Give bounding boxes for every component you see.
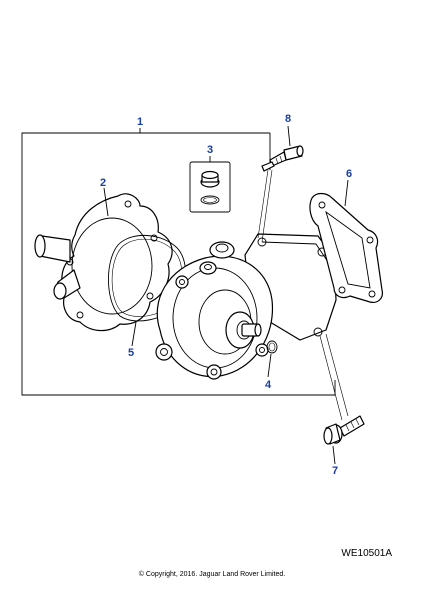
pump-housing-cover — [34, 193, 173, 332]
mounting-gasket — [309, 192, 383, 303]
callout-5: 5 — [128, 347, 134, 359]
figure-reference: WE10501A — [341, 548, 392, 559]
callout-6: 6 — [346, 168, 352, 180]
callout-2: 2 — [100, 177, 106, 189]
callout-1: 1 — [137, 116, 143, 128]
flange-bolt — [323, 415, 365, 445]
stud-bolt — [261, 145, 304, 172]
copyright-notice: © Copyright, 2016. Jaguar Land Rover Lim… — [139, 570, 285, 578]
callout-8: 8 — [285, 113, 291, 125]
callout-3: 3 — [207, 144, 213, 156]
callout-7: 7 — [332, 465, 338, 477]
leader-lines — [103, 125, 349, 465]
callout-4: 4 — [265, 379, 272, 391]
bleed-plug-inset — [189, 161, 231, 213]
small-o-ring — [266, 340, 278, 354]
water-pump-body — [155, 233, 337, 380]
